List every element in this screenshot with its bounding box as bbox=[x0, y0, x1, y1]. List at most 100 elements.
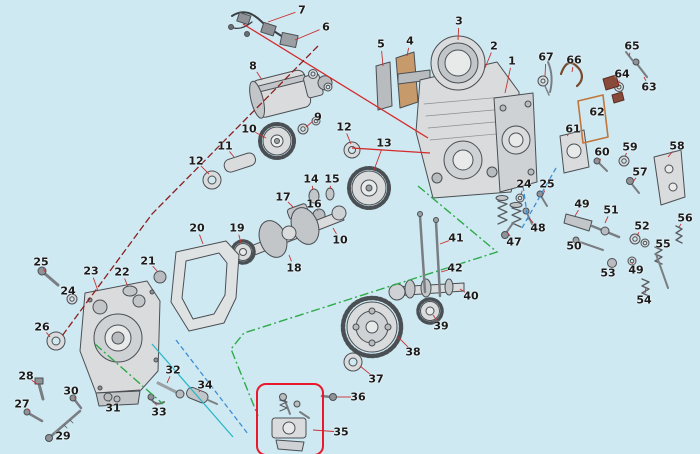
bearing-hole bbox=[207, 175, 217, 185]
gasket-drawing bbox=[170, 240, 240, 332]
governor-cluster-drawing bbox=[537, 51, 686, 297]
assembly-line-green bbox=[230, 185, 499, 417]
camshaft-drawing bbox=[388, 278, 465, 301]
leader-line-12 bbox=[200, 165, 210, 175]
leader-line-14 bbox=[311, 185, 314, 191]
leader-line-49 bbox=[631, 262, 633, 265]
leader-line-40 bbox=[459, 288, 466, 293]
leader-line-37 bbox=[359, 365, 371, 375]
assembly-line-blue bbox=[522, 185, 529, 221]
leader-line-29 bbox=[56, 430, 58, 432]
gear-case-cover-drawing bbox=[493, 92, 538, 193]
leader-line-30 bbox=[74, 396, 76, 399]
leader-line-12 bbox=[346, 133, 352, 145]
plug-drawing bbox=[153, 270, 167, 284]
leader-line-23 bbox=[92, 277, 99, 292]
leader-line-58 bbox=[667, 151, 673, 158]
assembly-line-darkred bbox=[61, 45, 319, 337]
leader-line-31 bbox=[108, 400, 110, 403]
flywheel-gear-drawing bbox=[340, 295, 404, 359]
leader-line-24 bbox=[520, 190, 523, 196]
leader-line-47 bbox=[507, 232, 511, 237]
cam-gear-drawing bbox=[416, 297, 444, 325]
washer-hole bbox=[310, 71, 316, 77]
leader-line-65 bbox=[628, 52, 631, 57]
leader-line-11 bbox=[229, 151, 235, 158]
cap-drawing bbox=[122, 285, 138, 297]
leader-line-6 bbox=[294, 29, 320, 41]
leader-line-61 bbox=[566, 134, 569, 137]
push-rods-drawing bbox=[417, 211, 442, 298]
leader-line-26 bbox=[46, 332, 51, 338]
leader-line-25 bbox=[542, 190, 546, 196]
leader-line-55 bbox=[656, 248, 658, 250]
crankshaft-drawing bbox=[237, 205, 347, 261]
leader-line-34 bbox=[198, 390, 201, 393]
assembly-line-green bbox=[94, 343, 164, 405]
leader-line-32 bbox=[166, 376, 171, 384]
cylinder-block-drawing bbox=[415, 35, 522, 199]
oil-pump-drawing bbox=[271, 393, 310, 452]
leader-line-21 bbox=[152, 265, 159, 273]
key-drawing bbox=[308, 188, 320, 204]
leader-line-20 bbox=[199, 234, 204, 245]
leader-line-15 bbox=[329, 185, 332, 190]
leader-line-19 bbox=[238, 234, 242, 244]
leader-line-63 bbox=[643, 76, 647, 81]
valve-spring-drawing bbox=[495, 190, 548, 239]
leader-line-28 bbox=[31, 379, 38, 385]
leader-line-17 bbox=[287, 201, 294, 208]
wiring-harness-drawing bbox=[228, 11, 299, 49]
leader-line-64 bbox=[617, 80, 620, 85]
leader-line-56 bbox=[678, 223, 682, 228]
leader-line-16 bbox=[317, 209, 319, 212]
leader-line-27 bbox=[26, 408, 31, 412]
leader-line-42 bbox=[440, 269, 449, 273]
assembly-lines-layer bbox=[61, 23, 557, 438]
leader-line-48 bbox=[528, 217, 534, 224]
leader-line-33 bbox=[154, 401, 157, 406]
key-drawing bbox=[325, 187, 335, 201]
leader-line-8 bbox=[256, 71, 263, 81]
camshaft-gear-drawing bbox=[347, 166, 391, 210]
timing-gear-drawing bbox=[258, 122, 296, 160]
leader-line-9 bbox=[305, 121, 313, 128]
crankcase-cover-drawing bbox=[79, 280, 161, 407]
leader-line-57 bbox=[632, 177, 637, 183]
leader-line-18 bbox=[288, 254, 292, 262]
leader-line-66 bbox=[571, 66, 574, 73]
assembly-line-cyan bbox=[151, 343, 234, 438]
assembly-line-red bbox=[351, 147, 431, 154]
leader-line-4 bbox=[406, 47, 410, 57]
leader-line-39 bbox=[432, 314, 438, 321]
leader-line-59 bbox=[624, 152, 627, 157]
leader-line-22 bbox=[124, 278, 129, 288]
assembly-line-blue bbox=[175, 339, 249, 435]
washer-hole bbox=[348, 357, 358, 367]
shaft-drawing bbox=[223, 152, 257, 173]
leader-line-10 bbox=[254, 131, 267, 139]
leader-line-10 bbox=[332, 227, 337, 235]
leader-line-3 bbox=[457, 27, 460, 41]
leader-line-1 bbox=[504, 67, 511, 94]
bolt-drawing bbox=[320, 393, 337, 401]
washer-hole bbox=[313, 118, 319, 124]
leader-line-49 bbox=[574, 209, 579, 217]
washer-hole bbox=[300, 126, 306, 132]
starter-motor-drawing bbox=[249, 69, 333, 119]
governor-fork-drawing bbox=[147, 381, 218, 405]
leader-line-25 bbox=[43, 268, 46, 273]
leader-line-13 bbox=[373, 149, 382, 171]
leader-line-7 bbox=[267, 11, 296, 23]
leader-line-67 bbox=[544, 63, 547, 77]
leader-line-2 bbox=[484, 52, 492, 69]
washer-hole bbox=[325, 84, 331, 90]
leader-line-35 bbox=[312, 429, 335, 432]
leader-line-52 bbox=[636, 232, 640, 237]
leader-line-41 bbox=[439, 240, 450, 245]
leader-line-54 bbox=[644, 286, 647, 294]
leader-line-5 bbox=[381, 50, 384, 67]
leader-line-51 bbox=[604, 216, 609, 224]
